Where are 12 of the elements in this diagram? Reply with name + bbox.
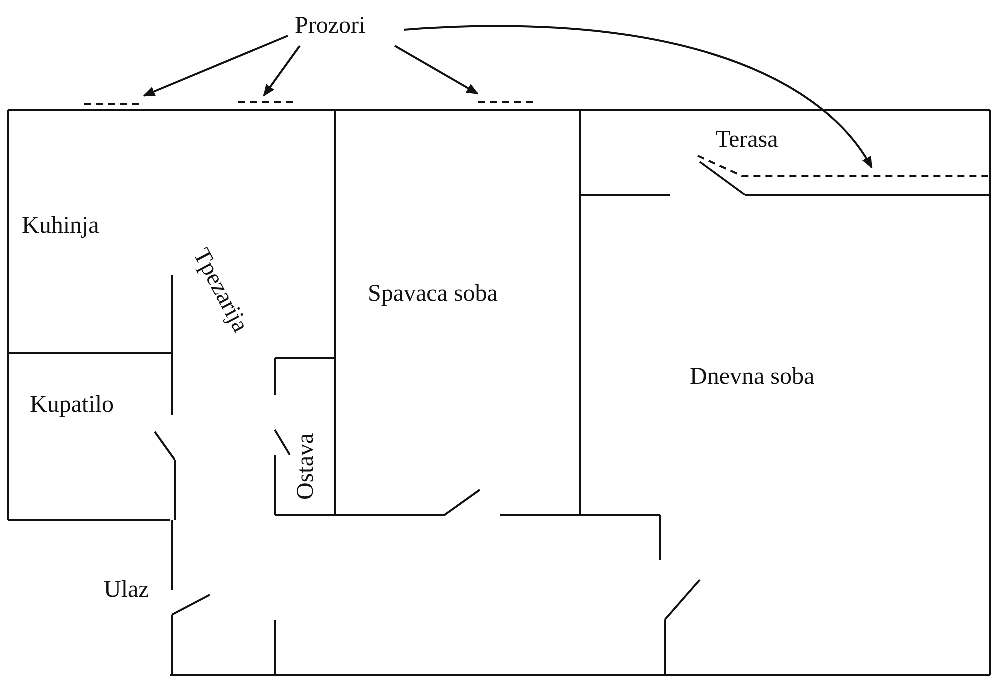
- leader-arrow: [394, 45, 479, 95]
- room-label: Spavaca soba: [368, 282, 498, 306]
- leader-arrow: [263, 45, 301, 97]
- room-label: Kuhinja: [22, 214, 100, 238]
- room-label: Ostava: [294, 433, 318, 500]
- room-label: Kupatilo: [30, 393, 114, 417]
- leader-arrow: [404, 25, 873, 169]
- room-label: Dnevna soba: [690, 365, 815, 389]
- room-label: Terasa: [716, 128, 778, 152]
- callout-text: Prozori: [295, 14, 366, 38]
- leader-arrow: [143, 35, 288, 97]
- room-label: Ulaz: [104, 578, 150, 602]
